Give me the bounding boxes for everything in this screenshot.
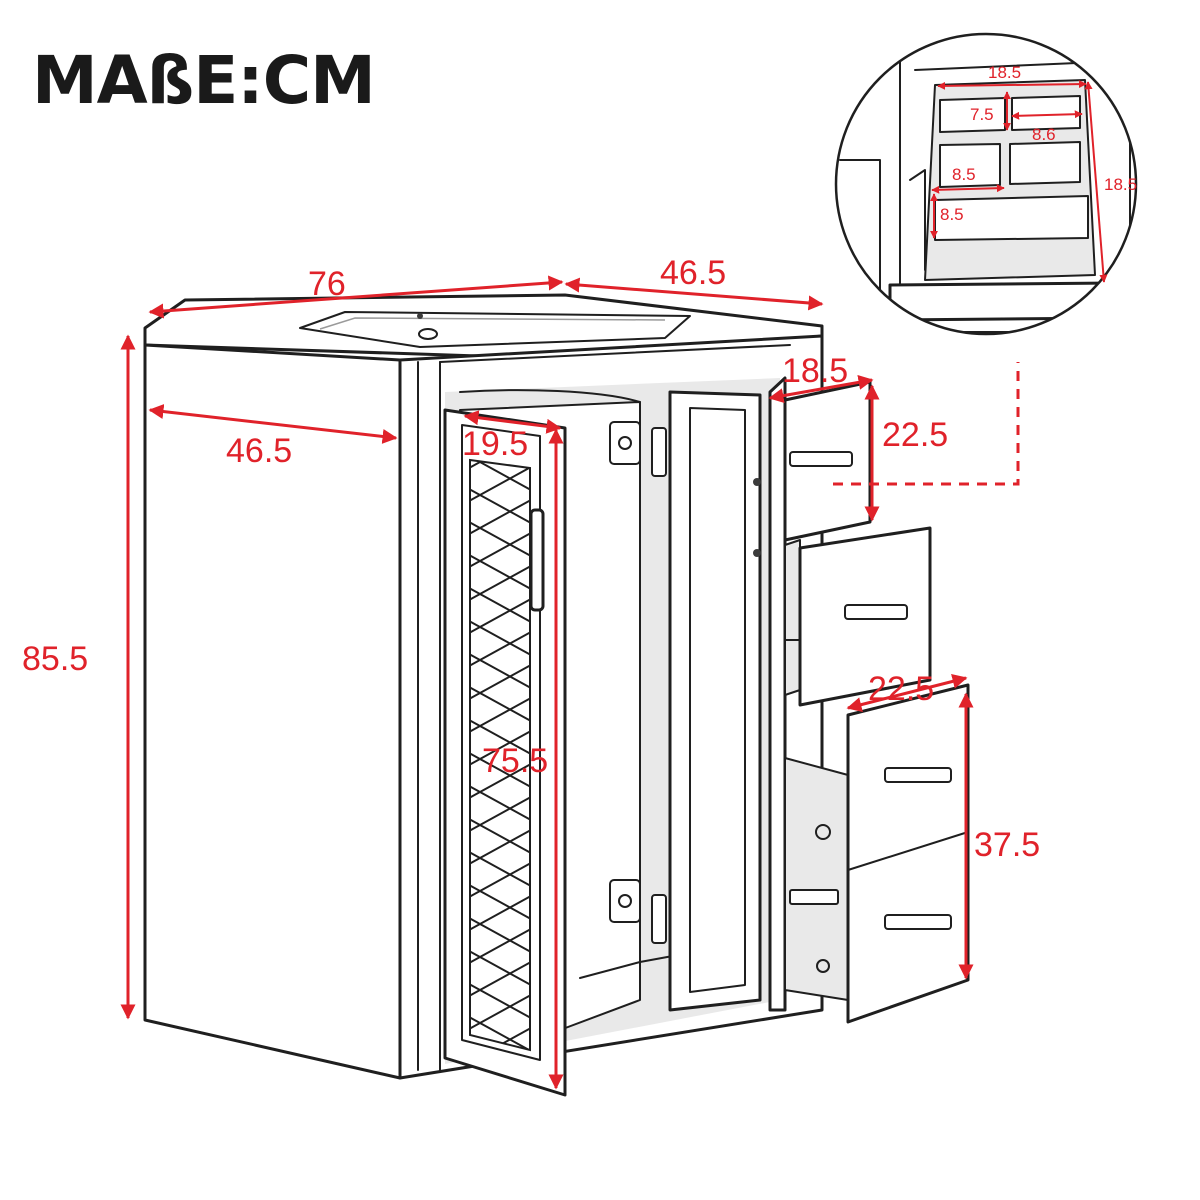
detail-depth-label: 18.5 xyxy=(1104,175,1137,194)
dim-depth-side-label: 46.5 xyxy=(226,432,292,470)
drawer-middle-handle[interactable] xyxy=(844,604,908,620)
drawer-bottom[interactable] xyxy=(784,683,970,1024)
dim-drawer-bottom-depth: 22.5 xyxy=(846,670,968,712)
hinge-bottom xyxy=(609,879,667,944)
drawer-bottom-handle-1[interactable] xyxy=(884,767,952,783)
dim-drawer-top-height-label: 22.5 xyxy=(882,416,948,454)
drawer-bottom-handle-2[interactable] xyxy=(884,914,952,930)
left-door[interactable] xyxy=(443,408,567,1097)
detail-width-top-label: 18.5 xyxy=(988,63,1021,82)
detail-compartment-a-label: 7.5 xyxy=(970,105,994,124)
detail-dims: 18.5 7.5 8.6 8.5 8.5 18.5 xyxy=(930,63,1137,283)
dim-height-total-label: 85.5 xyxy=(22,640,88,678)
dim-drawer-top-height: 22.5 xyxy=(864,384,948,522)
cabinet xyxy=(143,293,824,1097)
dim-drawer-top-depth: 18.5 xyxy=(768,352,874,404)
detail-compartment-c-label: 8.5 xyxy=(952,165,976,184)
dim-width: 76 xyxy=(148,265,564,319)
dim-door-width: 19.5 xyxy=(462,410,562,463)
dim-drawer-top-depth-label: 18.5 xyxy=(782,352,848,390)
dim-drawer-bottom-depth-label: 22.5 xyxy=(868,670,934,708)
drawer-top-handle[interactable] xyxy=(789,451,853,467)
right-door[interactable] xyxy=(668,390,762,1012)
dim-door-width-label: 19.5 xyxy=(462,425,528,463)
page-title: MAßE:CM xyxy=(32,42,376,119)
hinge-top xyxy=(609,421,667,477)
dim-drawer-bottom-height-label: 37.5 xyxy=(974,826,1040,864)
dim-door-height: 75.5 xyxy=(482,428,564,1090)
drawer-top[interactable] xyxy=(783,380,872,542)
dim-depth-top: 46.5 xyxy=(564,254,824,311)
dim-depth-top-label: 46.5 xyxy=(660,254,726,292)
dim-drawer-bottom-height: 37.5 xyxy=(958,692,1040,980)
drawer-detail-zoom xyxy=(834,32,1138,336)
door-handle[interactable] xyxy=(529,508,545,612)
dim-depth-side: 46.5 xyxy=(148,404,398,470)
dim-door-height-label: 75.5 xyxy=(482,742,548,780)
detail-compartment-d-label: 8.5 xyxy=(940,205,964,224)
detail-leader xyxy=(833,362,1020,486)
dim-height-total: 85.5 xyxy=(22,334,136,1020)
dim-width-label: 76 xyxy=(308,265,346,303)
detail-compartment-b-label: 8.6 xyxy=(1032,125,1056,144)
